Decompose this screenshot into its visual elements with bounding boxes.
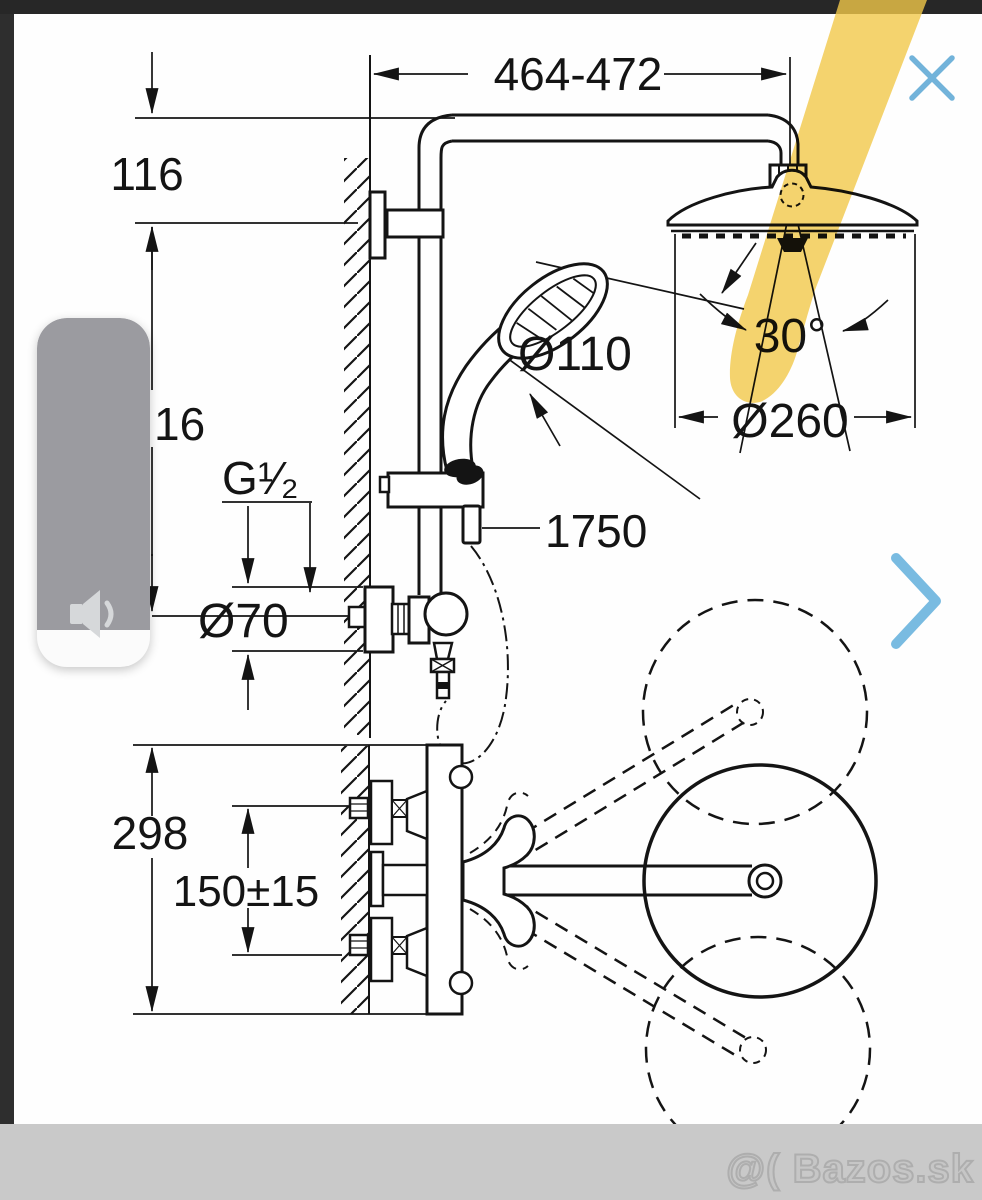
- wall-hatching-lower: [341, 745, 370, 1014]
- swivel-circle-down: [644, 935, 872, 1163]
- dimension-lines-lower: [133, 744, 462, 1015]
- dim-inlet-spacing: 150±15: [173, 867, 320, 916]
- dim-head-diameter: Ø260: [731, 395, 848, 448]
- volume-level-fill: [37, 318, 150, 630]
- top-view: [133, 598, 878, 1163]
- shower-arm-top-view: [461, 814, 783, 948]
- watermark: @( Bazos.sk: [725, 1146, 974, 1192]
- hand-shower-holder: [378, 471, 485, 545]
- swivel-cap-up: [736, 698, 764, 726]
- dim-thread: G¹⁄₂: [222, 452, 299, 504]
- swivel-circle-up: [641, 598, 869, 826]
- dim-arm-reach: 464-472: [494, 48, 663, 100]
- side-view: [135, 52, 919, 765]
- highlight-swoosh: [729, 0, 927, 403]
- dimension-lines: [135, 52, 916, 710]
- dim-hand-shower-diameter: Ø110: [518, 328, 632, 381]
- thermostat-top-view: [348, 743, 474, 1016]
- swivel-arms-dashed: [504, 701, 752, 1060]
- speaker-icon: [70, 590, 114, 638]
- swivel-cap-down: [739, 1036, 767, 1064]
- dim-wall-drop: 116: [110, 148, 183, 200]
- thermostat-side-view: [347, 585, 469, 700]
- shower-hose: [436, 545, 509, 765]
- volume-overlay[interactable]: [37, 318, 150, 667]
- viewer-left-frame: [0, 14, 14, 1124]
- hand-shower: [441, 262, 609, 485]
- dimension-labels: 464-472 116 16 G¹⁄₂ Ø110 30° Ø260 1750 Ø…: [110, 48, 848, 916]
- swivel-bells-dashed: [469, 791, 529, 971]
- dim-body-height: 298: [112, 807, 189, 859]
- dim-hose-length: 1750: [545, 505, 647, 557]
- head-shower-top-view: [642, 763, 878, 999]
- dim-rosette-diameter: Ø70: [198, 595, 289, 648]
- dim-riser-height: 16: [154, 398, 205, 450]
- wall-bracket: [368, 190, 445, 260]
- chevron-right-icon[interactable]: [888, 550, 948, 652]
- bottom-bar: @( Bazos.sk: [0, 1124, 982, 1200]
- viewer-top-frame: [0, 0, 982, 14]
- close-icon[interactable]: [906, 52, 958, 104]
